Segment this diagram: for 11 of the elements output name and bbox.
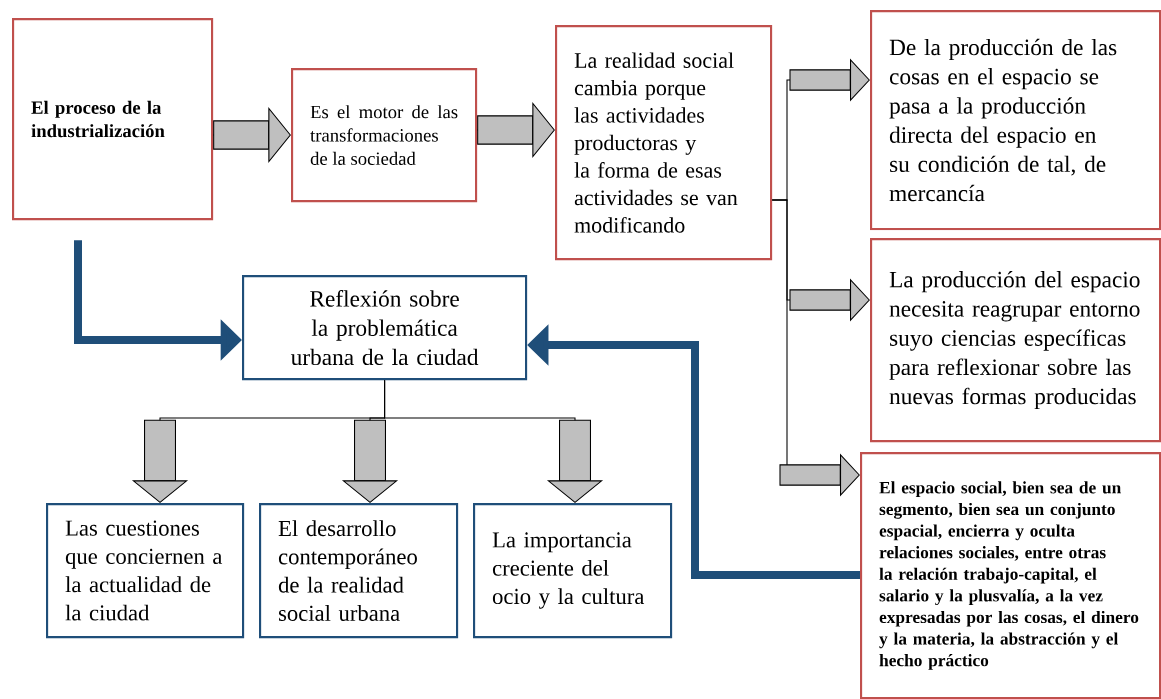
text-box: La importancia creciente del ocio y la cultura — [473, 503, 673, 639]
text-box: La producción del espacio necesita reagrupar entorno suyo ciencias específicas para reflexionar sobre las nuevas formas producidas — [870, 238, 1161, 443]
text-box: Es el motor de las transformaciones de la sociedad — [291, 68, 478, 203]
block-arrow — [384, 379, 604, 503]
text-box: Las cuestiones que conciernen a la actualidad de la ciudad — [46, 503, 245, 639]
text-box: La realidad social cambia porque las actividades productoras y la forma de esas actividades se van modificando — [555, 25, 773, 261]
text-box: Reflexión sobre la problemática urbana de la ciudad — [242, 275, 528, 381]
text-box: De la producción de las cosas en el espacio se pasa a la producción directa del espacio en su condición de tal, de mercancía — [870, 10, 1161, 231]
text-box: El proceso de la industrialización — [12, 18, 214, 221]
text-box: El desarrollo contemporáneo de la realidad social urbana — [259, 503, 459, 639]
text-box: El espacio social, bien sea de un segmento, bien sea un conjunto espacial, encierra y oculta relaciones sociales, entre otras la relación trabajo-capital, el salario y la plusvalía, a la vez expresadas por las cosas, el dinero y la materia, la abstracción y el hecho práctico — [860, 452, 1161, 699]
